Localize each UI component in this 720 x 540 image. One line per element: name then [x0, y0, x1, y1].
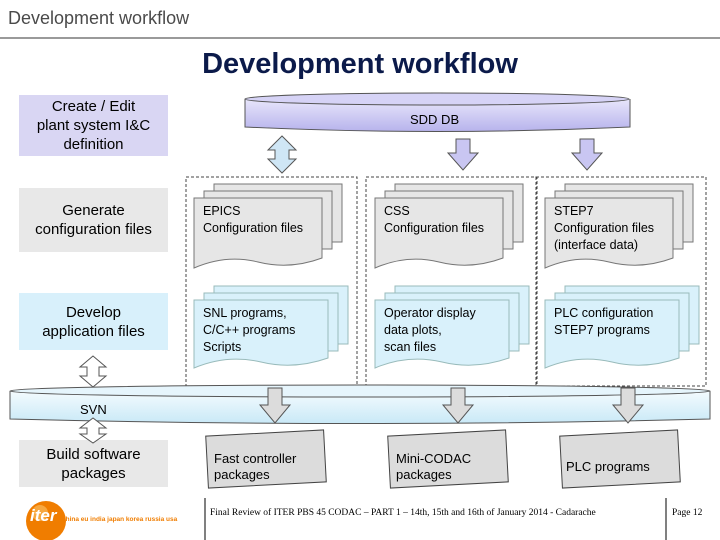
double-arrow-icon: [78, 355, 108, 388]
double-arrow-icon: [78, 417, 108, 444]
sdd-db-label: SDD DB: [410, 112, 460, 127]
output-box-mini-codac: [387, 429, 509, 489]
down-arrow-icon: [441, 387, 475, 424]
down-arrow-icon: [611, 387, 645, 424]
footer-text: Final Review of ITER PBS 45 CODAC – PART…: [210, 508, 596, 518]
output-box-plc: [559, 429, 681, 489]
down-arrow-icon: [258, 387, 292, 424]
footer-tagline: china eu india japan korea russia usa: [62, 516, 178, 523]
page-number: Page 12: [672, 508, 703, 518]
css-app-text: Operator display data plots, scan files: [384, 306, 476, 354]
down-arrow-icon: [446, 138, 480, 171]
iter-logo-text: iter: [30, 506, 57, 525]
app-doc-stack: [544, 285, 700, 369]
svn-cylinder: [9, 384, 711, 424]
slide-title: Development workflow: [202, 48, 518, 80]
stage-build-label: Build software packages: [46, 445, 141, 482]
step7-app-text: PLC configuration STEP7 programs: [554, 306, 654, 337]
stage-create-label: Create / Edit plant system I&C definitio…: [36, 98, 151, 153]
header-divider: [0, 37, 720, 39]
app-doc-stack: [193, 285, 349, 369]
epics-config-text: EPICS Configuration files: [203, 204, 304, 235]
plc-programs-label: PLC programs: [566, 459, 650, 474]
stage-develop-apps: Develop application files: [19, 293, 168, 350]
stage-build-packages: Build software packages: [19, 440, 168, 487]
header-title: Development workflow: [8, 8, 190, 28]
down-arrow-icon: [570, 138, 604, 171]
step7-config-text: STEP7 Configuration files (interface dat…: [554, 204, 655, 252]
epics-app-text: SNL programs, C/C++ programs Scripts: [203, 306, 296, 354]
app-doc-stack: [374, 285, 530, 369]
stage-generate-config: Generate configuration files: [19, 188, 168, 252]
iter-logo: [26, 501, 66, 540]
column-frame-step7: [535, 176, 707, 387]
output-box-fast-controller: [205, 429, 327, 489]
stage-create-edit: Create / Edit plant system I&C definitio…: [19, 95, 168, 156]
double-arrow-icon: [266, 135, 298, 174]
config-doc-stack: [193, 183, 343, 269]
sdd-db-cylinder: [244, 92, 631, 132]
stage-develop-label: Develop application files: [42, 303, 145, 340]
css-config-text: CSS Configuration files: [384, 204, 485, 235]
stage-generate-label: Generate configuration files: [35, 202, 152, 238]
config-doc-stack: [544, 183, 694, 269]
config-doc-stack: [374, 183, 524, 269]
mini-codac-label: Mini-CODAC packages: [396, 451, 472, 482]
fast-controller-label: Fast controller packages: [214, 451, 297, 482]
svn-label: SVN: [80, 402, 107, 417]
